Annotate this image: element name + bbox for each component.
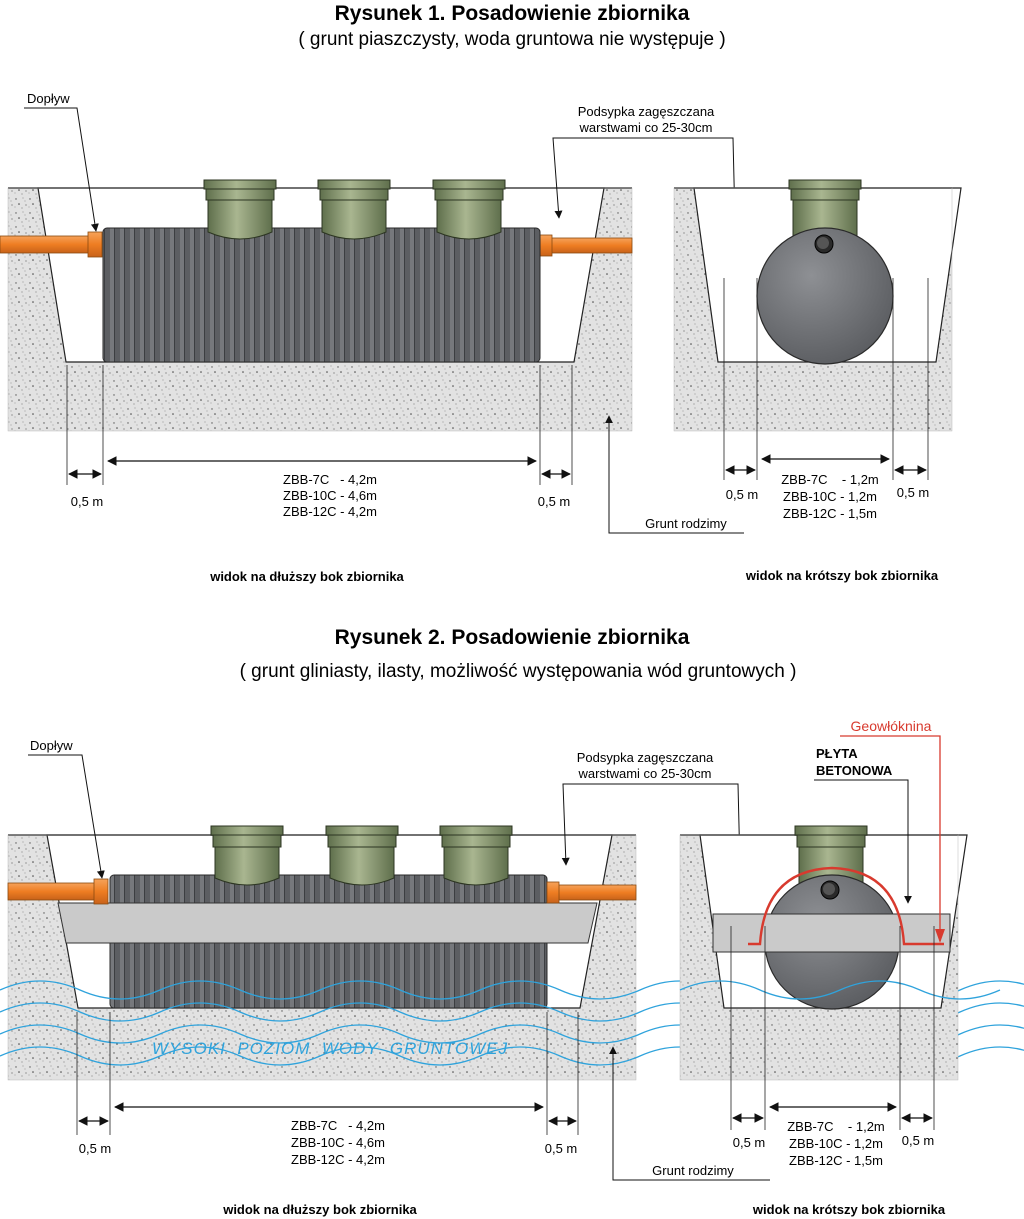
- fig1-short-view: 0,5 m 0,5 m ZBB-7C - 1,2m ZBB-10C - 1,2m…: [673, 179, 962, 583]
- outlet-pipe: [547, 237, 633, 254]
- figure2-subtitle: ( grunt gliniasty, ilasty, możliwość wys…: [240, 661, 797, 682]
- fig1-inflow-label: Dopływ: [27, 91, 70, 106]
- figure2-title: Rysunek 2. Posadowienie zbiornika: [335, 626, 690, 649]
- fig2-long-dim-3: ZBB-12C - 4,2m: [291, 1152, 385, 1167]
- fig2-fill-line1: Podsypka zagęszczana: [577, 750, 714, 765]
- fig2-short-margin-right: 0,5 m: [902, 1133, 935, 1148]
- fig1-short-dim-3: ZBB-12C - 1,5m: [783, 506, 877, 521]
- fig2-short-view: 0,5 m 0,5 m ZBB-7C - 1,2m ZBB-10C - 1,2m…: [679, 718, 1001, 1217]
- fig2-short-dim-1: ZBB-7C - 1,2m: [787, 1119, 885, 1134]
- fig2-inflow-label: Dopływ: [30, 738, 73, 753]
- fig2-short-dim-2: ZBB-10C - 1,2m: [789, 1136, 883, 1151]
- fig1-short-caption: widok na krótszy bok zbiornika: [745, 568, 939, 583]
- fig1-fill-line2: warstwami co 25-30cm: [579, 120, 713, 135]
- riser-1: [203, 179, 277, 240]
- fig2-short-caption: widok na krótszy bok zbiornika: [752, 1202, 946, 1217]
- fig1-short-margin-right: 0,5 m: [897, 485, 930, 500]
- fig2-plate-label-2: BETONOWA: [816, 763, 893, 778]
- fig2-long-caption: widok na dłuższy bok zbiornika: [222, 1202, 417, 1217]
- riser-3: [432, 179, 506, 240]
- fig1-long-view: 0,5 m 0,5 m ZBB-7C - 4,2m ZBB-10C - 4,6m…: [0, 91, 744, 584]
- fig2-water-level-label: WYSOKI POZIOM WODY GRUNTOWEJ: [152, 1039, 508, 1058]
- inlet-pipe: [0, 235, 93, 254]
- fig1-native-soil: Grunt rodzimy: [645, 516, 727, 531]
- fig2-long-margin-left: 0,5 m: [79, 1141, 112, 1156]
- figure1-subtitle: ( grunt piaszczysty, woda gruntowa nie w…: [298, 29, 725, 50]
- fig2-riser-2: [325, 825, 399, 886]
- fig2-concrete-plate: [57, 902, 598, 944]
- fig1-short-margin-left: 0,5 m: [726, 487, 759, 502]
- fig1-long-dim-3: ZBB-12C - 4,2m: [283, 504, 377, 519]
- fig2-plate-label-1: PŁYTA: [816, 746, 858, 761]
- fig2-native-soil: Grunt rodzimy: [652, 1163, 734, 1178]
- fig2-long-dim-1: ZBB-7C - 4,2m: [291, 1118, 385, 1133]
- fig2-geotextile-line: [748, 866, 944, 946]
- fig1-fill-line1: Podsypka zagęszczana: [578, 104, 715, 119]
- fig1-long-caption: widok na dłuższy bok zbiornika: [209, 569, 404, 584]
- fig1-long-dim-2: ZBB-10C - 4,6m: [283, 488, 377, 503]
- fig2-riser-3: [439, 825, 513, 886]
- fig1-long-margin-left: 0,5 m: [71, 494, 104, 509]
- fig2-long-view: WYSOKI POZIOM WODY GRUNTOWEJ 0,5 m 0,5 m…: [0, 738, 1024, 1217]
- fig2-short-concrete-plate: [712, 913, 951, 953]
- tank-body: [102, 227, 541, 363]
- fig1-short-dim-1: ZBB-7C - 1,2m: [781, 472, 879, 487]
- fig2-long-dim-2: ZBB-10C - 4,6m: [291, 1135, 385, 1150]
- fig1-long-margin-right: 0,5 m: [538, 494, 571, 509]
- fig2-short-margin-left: 0,5 m: [733, 1135, 766, 1150]
- fig1-long-dim-1: ZBB-7C - 4,2m: [283, 472, 377, 487]
- fig2-geotextile-label: Geowłóknina: [851, 718, 932, 734]
- fig2-short-dim-3: ZBB-12C - 1,5m: [789, 1153, 883, 1168]
- fig2-long-margin-right: 0,5 m: [545, 1141, 578, 1156]
- fig1-short-dim-2: ZBB-10C - 1,2m: [783, 489, 877, 504]
- riser-2: [317, 179, 391, 240]
- figure1-title: Rysunek 1. Posadowienie zbiornika: [335, 2, 690, 25]
- fig2-riser-1: [210, 825, 284, 886]
- fig2-fill-line2: warstwami co 25-30cm: [578, 766, 712, 781]
- fig2-short-water-waves: [679, 980, 1001, 1000]
